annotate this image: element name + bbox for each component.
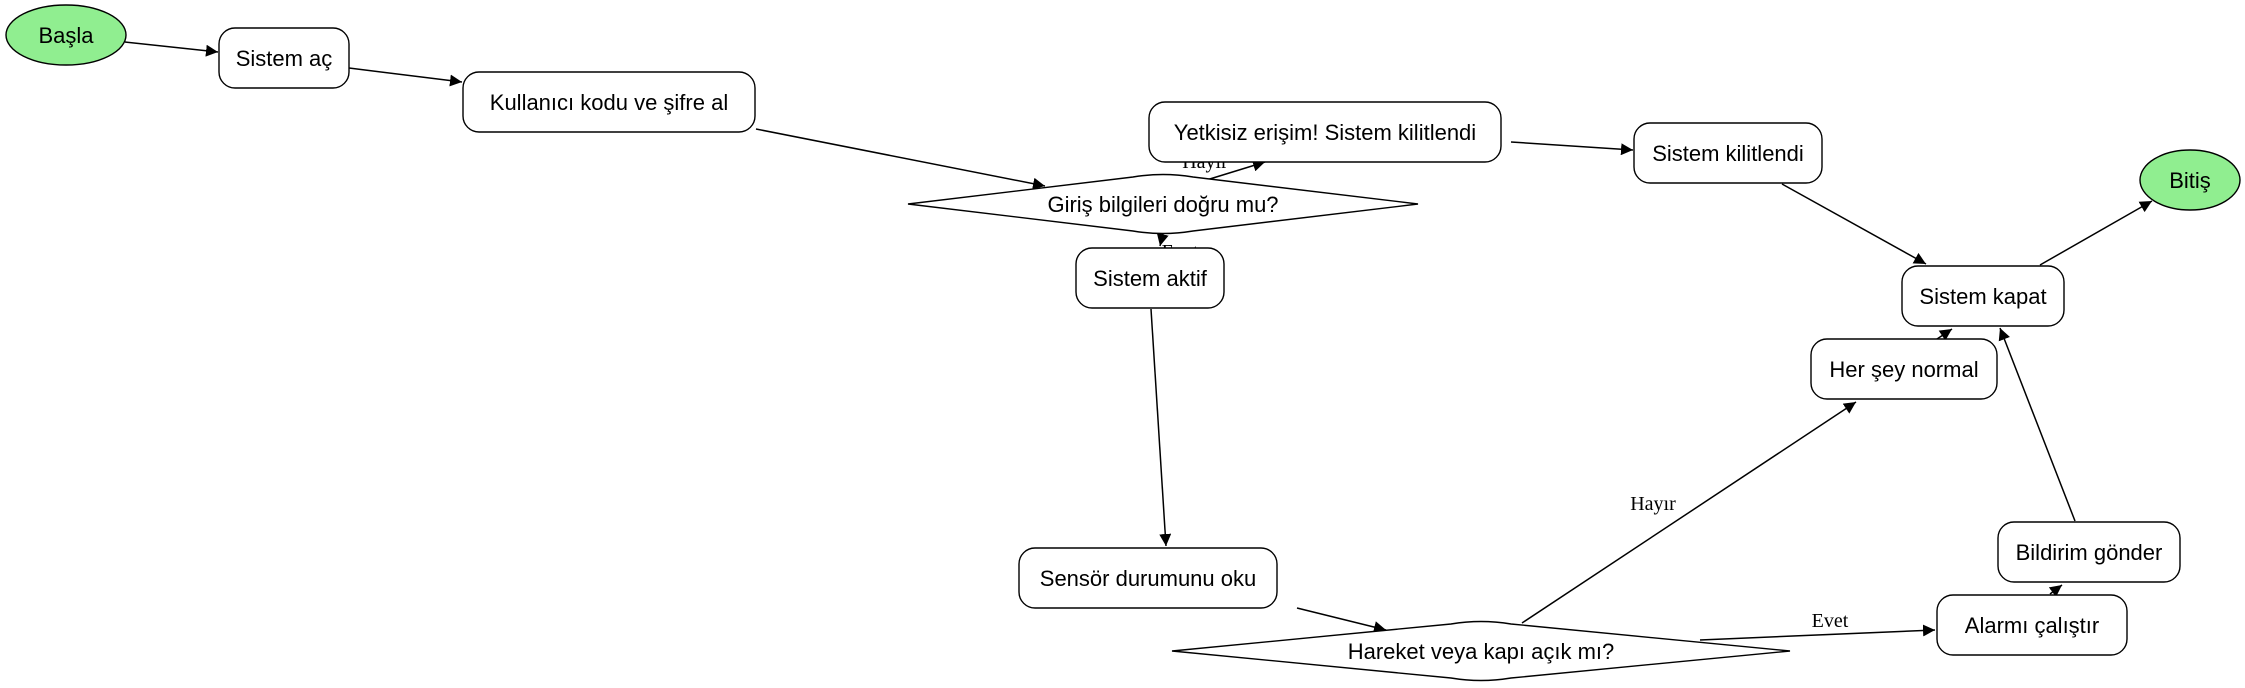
edge-notify-to-close (1998, 327, 2076, 522)
edge-arrow (1781, 183, 1927, 265)
node-unauthorized: Yetkisiz erişim! Sistem kilitlendi (1148, 101, 1502, 163)
edge-arrow (1156, 232, 1169, 247)
node-label: Sistem kilitlendi (1652, 141, 1804, 166)
node-locked: Sistem kilitlendi (1633, 122, 1823, 184)
node-label: Sensör durumunu oku (1040, 566, 1256, 591)
node-label: Başla (38, 23, 94, 48)
node-label: Giriş bilgileri doğru mu? (1047, 192, 1278, 217)
node-label: Yetkisiz erişim! Sistem kilitlendi (1174, 120, 1476, 145)
node-label: Bitiş (2169, 168, 2211, 193)
process-box (1810, 338, 1998, 400)
node-close: Sistem kapat (1901, 265, 2065, 327)
edge-alarm-to-notify (2048, 584, 2063, 597)
decision-diamond (1171, 620, 1791, 682)
node-label: Sistem aktif (1093, 266, 1208, 291)
node-read-sensor: Sensör durumunu oku (1018, 547, 1278, 609)
node-end: Bitiş (2139, 149, 2241, 211)
process-box (1997, 521, 2181, 583)
edge-motion_check-to-all_normal: Hayır (1521, 401, 1857, 624)
terminal-ellipse (2139, 149, 2241, 211)
edge-arrow (1521, 401, 1857, 624)
process-box (1633, 122, 1823, 184)
node-label: Hareket veya kapı açık mı? (1348, 639, 1615, 664)
node-credentials-ok: Giriş bilgileri doğru mu? (907, 173, 1419, 235)
node-start: Başla (5, 4, 127, 66)
process-box (1148, 101, 1502, 163)
node-notify: Bildirim gönder (1997, 521, 2181, 583)
edge-arrow (1150, 308, 1172, 547)
edge-active-to-read_sensor (1150, 308, 1172, 547)
process-box (462, 71, 756, 133)
edge-arrow (2048, 584, 2063, 597)
process-box (1018, 547, 1278, 609)
edge-arrow (1699, 624, 1936, 641)
edge-arrow (124, 41, 219, 57)
edge-open-to-get_credentials (348, 67, 463, 87)
node-alarm: Alarmı çalıştır (1936, 594, 2128, 656)
edge-arrow (2039, 200, 2153, 266)
edge-arrow (755, 128, 1046, 190)
edge-motion_check-to-alarm: Evet (1699, 610, 1936, 641)
process-box (1075, 247, 1225, 309)
terminal-ellipse (5, 4, 127, 66)
edge-unauthorized-to-locked (1510, 141, 1634, 156)
node-label: Alarmı çalıştır (1965, 613, 2099, 638)
process-box (1936, 594, 2128, 656)
edge-close-to-end (2039, 200, 2153, 266)
edge-label: Hayır (1630, 493, 1676, 515)
process-box (218, 27, 350, 89)
node-active: Sistem aktif (1075, 247, 1225, 309)
edge-label: Evet (1812, 610, 1849, 632)
node-all-normal: Her şey normal (1810, 338, 1998, 400)
edge-locked-to-close (1781, 183, 1927, 265)
edge-get_credentials-to-credentials_ok (755, 128, 1046, 190)
node-get-credentials: Kullanıcı kodu ve şifre al (462, 71, 756, 133)
node-label: Her şey normal (1829, 357, 1978, 382)
edge-arrow (1998, 327, 2076, 522)
node-label: Bildirim gönder (2016, 540, 2163, 565)
node-label: Sistem aç (236, 46, 333, 71)
node-label: Sistem kapat (1919, 284, 2046, 309)
node-label: Kullanıcı kodu ve şifre al (490, 90, 728, 115)
node-open: Sistem aç (218, 27, 350, 89)
edge-arrow (1296, 607, 1387, 633)
node-motion-check: Hareket veya kapı açık mı? (1171, 620, 1791, 682)
decision-diamond (907, 173, 1419, 235)
edge-arrow (348, 67, 463, 87)
process-box (1901, 265, 2065, 327)
edge-start-to-open (124, 41, 219, 57)
edge-read_sensor-to-motion_check (1296, 607, 1387, 633)
edge-arrow (1510, 141, 1634, 156)
